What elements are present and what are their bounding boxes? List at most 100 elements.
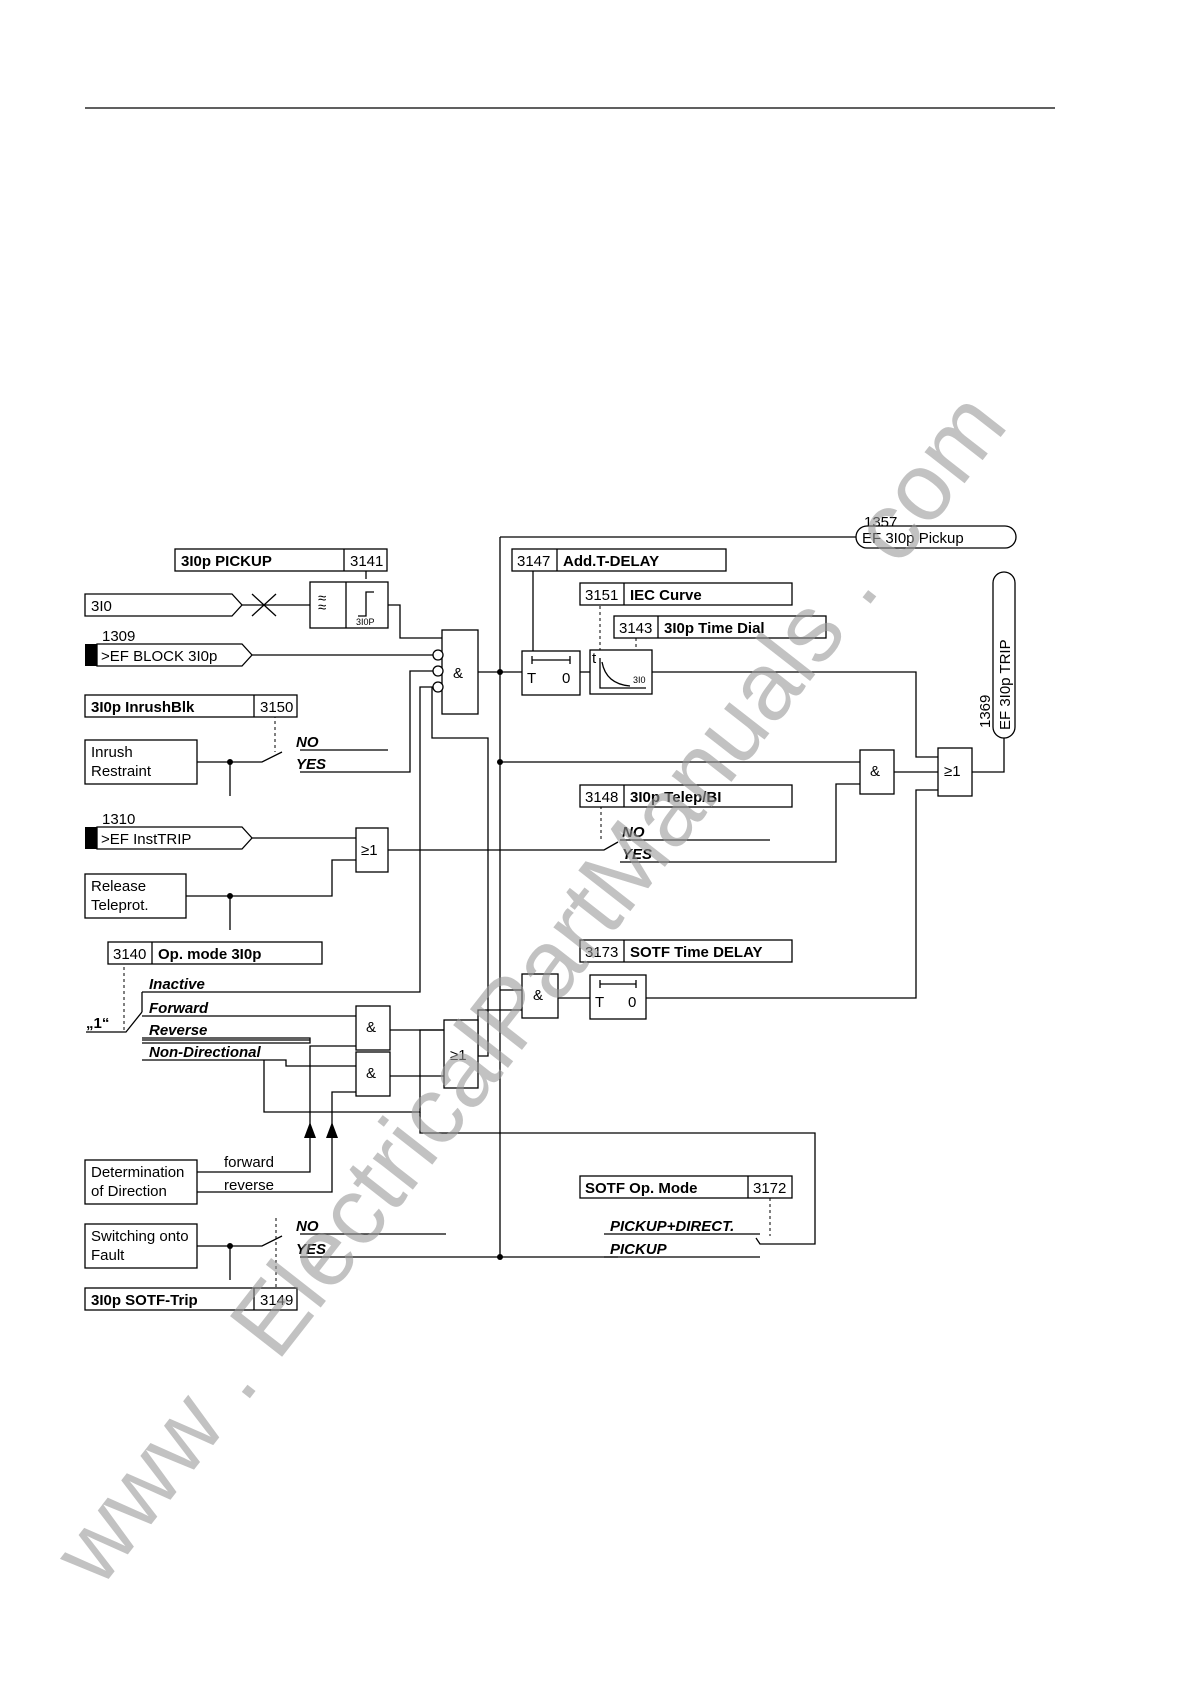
svg-text:SOTF Op. Mode: SOTF Op. Mode	[585, 1180, 698, 1197]
svg-text:≈: ≈	[318, 599, 326, 616]
gate-and-main: &	[432, 629, 479, 715]
setting-sotftrip: 3I0p SOTF-Trip 3149	[84, 1287, 298, 1311]
options-inrush: NO YES	[296, 734, 326, 773]
svg-text:>EF InstTRIP: >EF InstTRIP	[101, 831, 191, 848]
output-trip: EF 3I0p TRIP 1369	[977, 571, 1016, 739]
label-forward: forward	[224, 1154, 274, 1171]
svg-text:3172: 3172	[753, 1180, 786, 1197]
label-reverse: reverse	[224, 1177, 274, 1194]
svg-text:Forward: Forward	[149, 1000, 209, 1017]
options-telep: NO YES	[622, 824, 652, 863]
setting-addtdelay: 3147 Add.T-DELAY	[511, 548, 727, 572]
svg-text:&: &	[366, 1065, 376, 1082]
svg-text:3141: 3141	[350, 553, 383, 570]
options-sotfopmode: PICKUP+DIRECT. PICKUP	[610, 1218, 734, 1258]
wires	[86, 536, 1005, 1304]
gate-and-sotf: &	[521, 973, 559, 1019]
svg-text:3I0p Telep/BI: 3I0p Telep/BI	[630, 789, 721, 806]
constant-one: „1“	[86, 1015, 109, 1032]
svg-text:3151: 3151	[585, 587, 618, 604]
options-opmode: Inactive Forward Reverse Non-Directional	[149, 976, 262, 1061]
svg-text:3I0p Time Dial: 3I0p Time Dial	[664, 620, 765, 637]
svg-text:3I0: 3I0	[633, 675, 646, 685]
gate-and-telep: &	[859, 749, 895, 795]
svg-text:>EF BLOCK 3I0p: >EF BLOCK 3I0p	[101, 648, 217, 665]
svg-text:3148: 3148	[585, 789, 618, 806]
setting-ieccurve: 3151 IEC Curve	[579, 582, 793, 606]
svg-text:3I0p PICKUP: 3I0p PICKUP	[181, 553, 272, 570]
svg-text:3140: 3140	[113, 946, 146, 963]
setting-pickup: 3I0p PICKUP 3141	[174, 548, 388, 572]
svg-text:≥1: ≥1	[450, 1047, 467, 1064]
svg-text:0: 0	[628, 994, 636, 1011]
svg-text:3143: 3143	[619, 620, 652, 637]
svg-text:PICKUP+DIRECT.: PICKUP+DIRECT.	[610, 1218, 734, 1235]
svg-text:Teleprot.: Teleprot.	[91, 897, 149, 914]
gate-or-insttrip: ≥1	[355, 827, 389, 873]
svg-text:1310: 1310	[102, 811, 135, 828]
block-direction: Determination of Direction	[84, 1159, 198, 1205]
svg-text:Reverse: Reverse	[149, 1022, 207, 1039]
input-3i0: 3I0	[84, 593, 277, 617]
svg-text:of Direction: of Direction	[91, 1183, 167, 1200]
svg-text:&: &	[453, 665, 463, 682]
block-inrush: Inrush Restraint	[84, 739, 198, 785]
svg-text:PICKUP: PICKUP	[610, 1241, 668, 1258]
gate-and-reverse: &	[355, 1051, 391, 1097]
timer-sotf: T 0	[589, 974, 647, 1020]
input-ef-insttrip: 1310 >EF InstTRIP	[85, 811, 253, 850]
block-sotf: Switching onto Fault	[84, 1223, 198, 1269]
svg-text:0: 0	[562, 670, 570, 687]
svg-text:T: T	[595, 994, 604, 1011]
svg-text:Determination: Determination	[91, 1164, 184, 1181]
svg-text:3173: 3173	[585, 944, 618, 961]
svg-text:&: &	[870, 763, 880, 780]
setting-opmode: 3140 Op. mode 3I0p	[107, 941, 323, 965]
svg-text:Switching onto: Switching onto	[91, 1228, 189, 1245]
timer-addtdelay: T 0	[521, 650, 581, 696]
svg-text:YES: YES	[296, 756, 326, 773]
svg-text:&: &	[366, 1019, 376, 1036]
input-ef-block: 1309 >EF BLOCK 3I0p	[85, 628, 253, 667]
svg-text:T: T	[527, 670, 536, 687]
svg-text:IEC Curve: IEC Curve	[630, 587, 702, 604]
setting-sotfdelay: 3173 SOTF Time DELAY	[579, 939, 793, 963]
svg-text:YES: YES	[296, 1241, 326, 1258]
svg-text:&: &	[533, 987, 543, 1004]
svg-text:EF 3I0p Pickup: EF 3I0p Pickup	[862, 530, 964, 547]
svg-text:3I0p InrushBlk: 3I0p InrushBlk	[91, 699, 195, 716]
svg-text:SOTF Time DELAY: SOTF Time DELAY	[630, 944, 763, 961]
svg-text:≥1: ≥1	[944, 763, 961, 780]
svg-text:Add.T-DELAY: Add.T-DELAY	[563, 553, 659, 570]
svg-text:1309: 1309	[102, 628, 135, 645]
setting-timedial: 3143 3I0p Time Dial	[613, 615, 827, 639]
svg-text:NO: NO	[622, 824, 645, 841]
svg-text:Non-Directional: Non-Directional	[149, 1044, 262, 1061]
svg-text:3149: 3149	[260, 1292, 293, 1309]
svg-text:1369: 1369	[977, 695, 994, 728]
svg-text:3147: 3147	[517, 553, 550, 570]
svg-text:Restraint: Restraint	[91, 763, 152, 780]
curve-block: t 3I0	[589, 649, 653, 695]
gate-or-direction: ≥1	[443, 1019, 479, 1089]
options-sotftrip: NO YES	[296, 1218, 326, 1258]
svg-text:≈: ≈	[318, 590, 326, 607]
setting-sotfopmode: SOTF Op. Mode 3172	[579, 1175, 793, 1199]
svg-text:t: t	[592, 650, 597, 667]
block-release: Release Teleprot.	[84, 873, 187, 919]
svg-text:YES: YES	[622, 846, 652, 863]
setting-telep: 3148 3I0p Telep/BI	[579, 784, 793, 808]
svg-text:Op. mode 3I0p: Op. mode 3I0p	[158, 946, 261, 963]
svg-text:≥1: ≥1	[361, 842, 378, 859]
gate-and-forward: &	[355, 1005, 391, 1051]
svg-text:Inactive: Inactive	[149, 976, 205, 993]
svg-text:NO: NO	[296, 734, 319, 751]
svg-text:3I0p SOTF-Trip: 3I0p SOTF-Trip	[91, 1292, 198, 1309]
svg-text:3I0P: 3I0P	[356, 617, 375, 627]
output-pickup: 1357 EF 3I0p Pickup	[855, 514, 1017, 549]
svg-text:Release: Release	[91, 878, 146, 895]
filter-threshold: ≈ ≈ 3I0P	[309, 581, 389, 629]
junctions	[227, 669, 503, 1260]
svg-text:Inrush: Inrush	[91, 744, 133, 761]
